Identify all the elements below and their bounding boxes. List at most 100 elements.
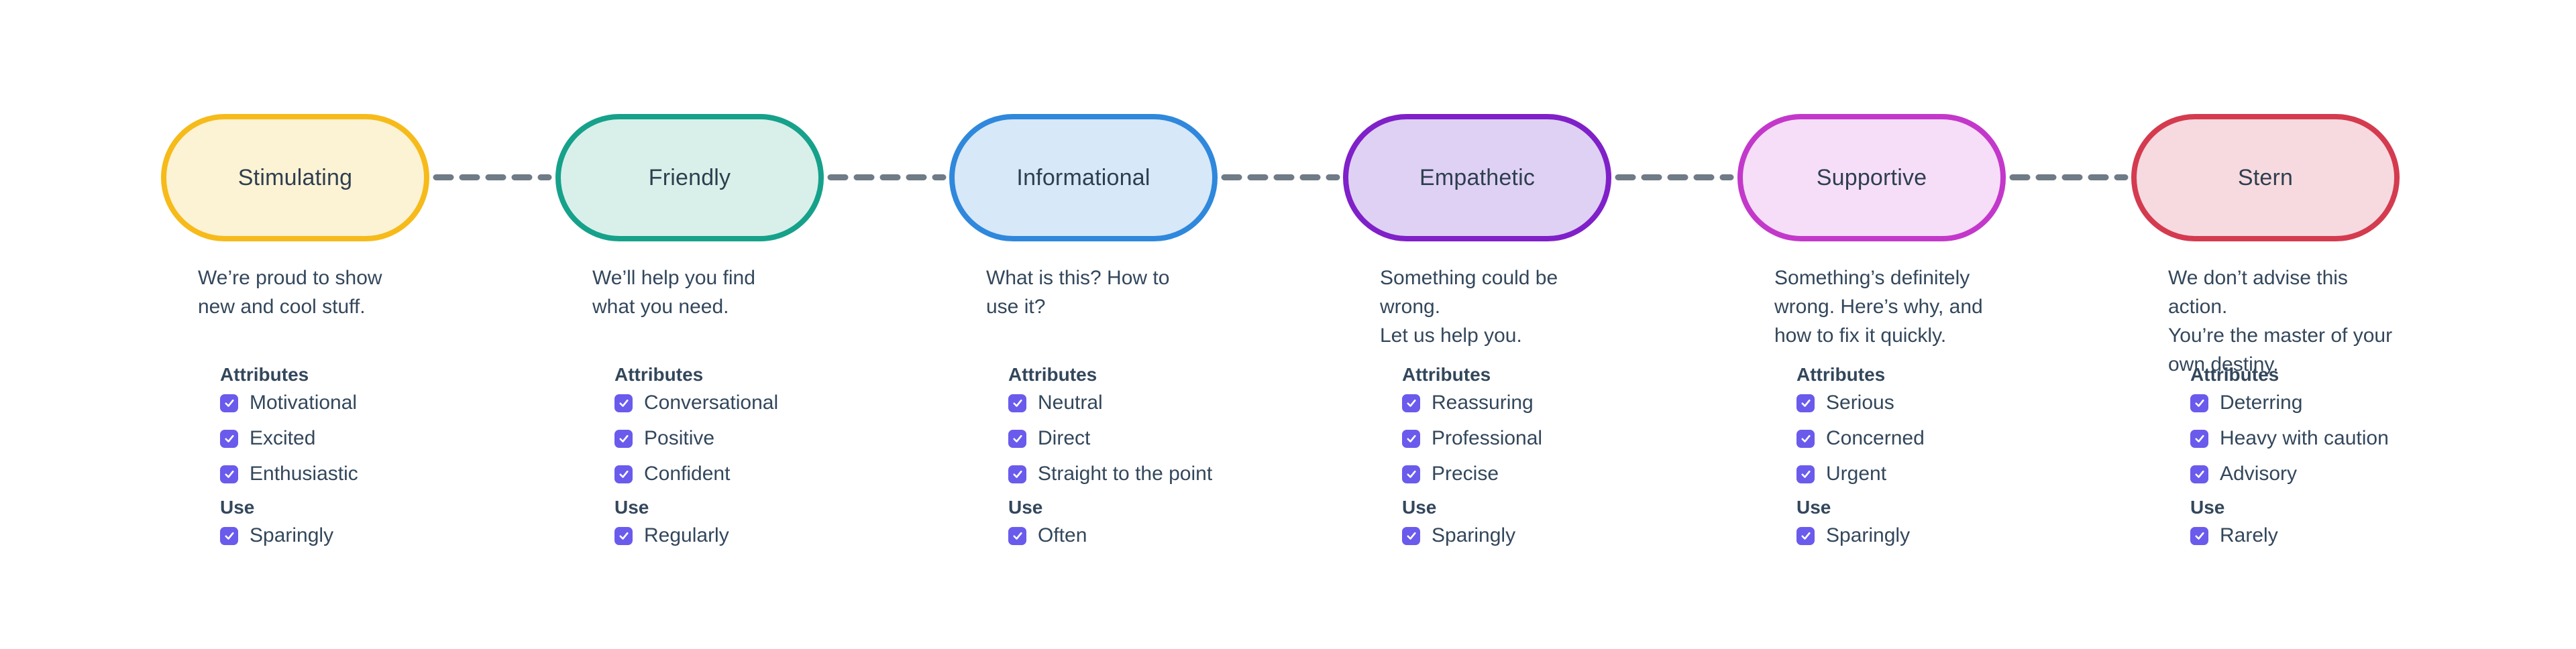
tone-column-stimulating: Stimulating We’re proud to show new and … bbox=[161, 0, 443, 649]
use-section: Use Sparingly bbox=[1796, 496, 2018, 560]
checkbox-checked-icon[interactable] bbox=[220, 465, 238, 483]
checkbox-checked-icon[interactable] bbox=[1008, 394, 1026, 412]
use-label: Often bbox=[1038, 524, 1087, 546]
attribute-label: Motivational bbox=[250, 392, 358, 414]
attributes-heading: Attributes bbox=[220, 364, 309, 385]
checkbox-checked-icon[interactable] bbox=[614, 465, 633, 483]
tone-description: Something could be wrong. Let us help yo… bbox=[1380, 267, 1558, 347]
use-label: Sparingly bbox=[1826, 524, 1911, 546]
attribute-label: Concerned bbox=[1826, 427, 1925, 449]
tone-pill: Stern bbox=[2131, 114, 2400, 241]
tone-pill-label: Supportive bbox=[1816, 164, 1927, 190]
tone-column-informational: Informational What is this? How to use i… bbox=[949, 0, 1231, 649]
tone-pill: Friendly bbox=[555, 114, 824, 241]
tone-pill-label: Empathetic bbox=[1419, 164, 1536, 190]
dashed-connector bbox=[1221, 174, 1340, 180]
attributes-heading: Attributes bbox=[1008, 364, 1097, 385]
checkbox-checked-icon[interactable] bbox=[1402, 526, 1420, 545]
attribute-label: Conversational bbox=[644, 392, 779, 414]
checkbox-checked-icon[interactable] bbox=[1402, 394, 1420, 412]
use-label: Rarely bbox=[2220, 524, 2278, 546]
attributes-section: Attributes Deterring Heavy with caution … bbox=[2190, 363, 2412, 498]
checkbox-checked-icon[interactable] bbox=[2190, 394, 2208, 412]
use-label: Sparingly bbox=[250, 524, 334, 546]
tone-description: We’re proud to show new and cool stuff. bbox=[198, 267, 382, 318]
attribute-item: Confident bbox=[614, 463, 836, 485]
attribute-label: Serious bbox=[1826, 392, 1894, 414]
attribute-item: Precise bbox=[1402, 463, 1623, 485]
attribute-item: Direct bbox=[1008, 427, 1230, 450]
attribute-item: Deterring bbox=[2190, 392, 2412, 414]
dashed-connector bbox=[2009, 174, 2129, 180]
attributes-section: Attributes Serious Concerned Urgent bbox=[1796, 363, 2018, 498]
checkbox-checked-icon[interactable] bbox=[1796, 429, 1815, 448]
attribute-item: Concerned bbox=[1796, 427, 2018, 450]
checkbox-checked-icon[interactable] bbox=[2190, 526, 2208, 545]
use-item: Regularly bbox=[614, 524, 836, 547]
tone-description: Something’s definitely wrong. Here’s why… bbox=[1774, 267, 1983, 347]
tone-column-supportive: Supportive Something’s definitely wrong.… bbox=[1737, 0, 2019, 649]
attributes-heading: Attributes bbox=[614, 364, 704, 385]
tone-pill: Supportive bbox=[1737, 114, 2006, 241]
checkbox-checked-icon[interactable] bbox=[220, 429, 238, 448]
attribute-item: Straight to the point bbox=[1008, 463, 1230, 485]
checkbox-checked-icon[interactable] bbox=[1008, 526, 1026, 545]
checkbox-checked-icon[interactable] bbox=[614, 526, 633, 545]
attributes-section: Attributes Motivational Excited Enthusia… bbox=[220, 363, 441, 498]
use-label: Regularly bbox=[644, 524, 729, 546]
tone-column-empathetic: Empathetic Something could be wrong. Let… bbox=[1343, 0, 1625, 649]
use-item: Often bbox=[1008, 524, 1230, 547]
attribute-item: Heavy with caution bbox=[2190, 427, 2412, 450]
checkbox-checked-icon[interactable] bbox=[1008, 465, 1026, 483]
checkbox-checked-icon[interactable] bbox=[1796, 526, 1815, 545]
checkbox-checked-icon[interactable] bbox=[220, 526, 238, 545]
checkbox-checked-icon[interactable] bbox=[1796, 465, 1815, 483]
dashed-connector bbox=[433, 174, 552, 180]
checkbox-checked-icon[interactable] bbox=[1796, 394, 1815, 412]
checkbox-checked-icon[interactable] bbox=[2190, 429, 2208, 448]
use-heading: Use bbox=[2190, 497, 2225, 518]
attributes-heading: Attributes bbox=[1796, 364, 1886, 385]
tone-pill-label: Friendly bbox=[648, 164, 731, 190]
tone-pill: Stimulating bbox=[161, 114, 429, 241]
checkbox-checked-icon[interactable] bbox=[1402, 465, 1420, 483]
attributes-section: Attributes Conversational Positive Confi… bbox=[614, 363, 836, 498]
tone-pill: Empathetic bbox=[1343, 114, 1611, 241]
attribute-label: Enthusiastic bbox=[250, 463, 358, 485]
use-item: Sparingly bbox=[1402, 524, 1623, 547]
attributes-heading: Attributes bbox=[1402, 364, 1491, 385]
checkbox-checked-icon[interactable] bbox=[614, 429, 633, 448]
attribute-item: Positive bbox=[614, 427, 836, 450]
checkbox-checked-icon[interactable] bbox=[220, 394, 238, 412]
attribute-item: Professional bbox=[1402, 427, 1623, 450]
checkbox-checked-icon[interactable] bbox=[1008, 429, 1026, 448]
use-item: Sparingly bbox=[220, 524, 441, 547]
attribute-item: Serious bbox=[1796, 392, 2018, 414]
attribute-label: Confident bbox=[644, 463, 731, 485]
tone-description: What is this? How to use it? bbox=[986, 267, 1170, 318]
tone-pill-label: Informational bbox=[1016, 164, 1150, 190]
checkbox-checked-icon[interactable] bbox=[1402, 429, 1420, 448]
use-section: Use Often bbox=[1008, 496, 1230, 560]
attribute-label: Neutral bbox=[1038, 392, 1103, 414]
attributes-heading: Attributes bbox=[2190, 364, 2279, 385]
use-label: Sparingly bbox=[1432, 524, 1516, 546]
dashed-connector bbox=[827, 174, 947, 180]
attribute-item: Neutral bbox=[1008, 392, 1230, 414]
tone-description: We don’t advise this action. You’re the … bbox=[2168, 267, 2393, 375]
use-heading: Use bbox=[1796, 497, 1831, 518]
attribute-item: Urgent bbox=[1796, 463, 2018, 485]
use-heading: Use bbox=[1008, 497, 1043, 518]
attributes-section: Attributes Neutral Direct Straight to th… bbox=[1008, 363, 1230, 498]
use-item: Rarely bbox=[2190, 524, 2412, 547]
tone-column-stern: Stern We don’t advise this action. You’r… bbox=[2131, 0, 2413, 649]
attribute-label: Reassuring bbox=[1432, 392, 1534, 414]
dashed-connector bbox=[1615, 174, 1734, 180]
checkbox-checked-icon[interactable] bbox=[2190, 465, 2208, 483]
attribute-label: Urgent bbox=[1826, 463, 1887, 485]
tone-description: We’ll help you find what you need. bbox=[592, 267, 755, 318]
checkbox-checked-icon[interactable] bbox=[614, 394, 633, 412]
use-section: Use Regularly bbox=[614, 496, 836, 560]
tone-pill: Informational bbox=[949, 114, 1218, 241]
attribute-label: Positive bbox=[644, 427, 715, 449]
